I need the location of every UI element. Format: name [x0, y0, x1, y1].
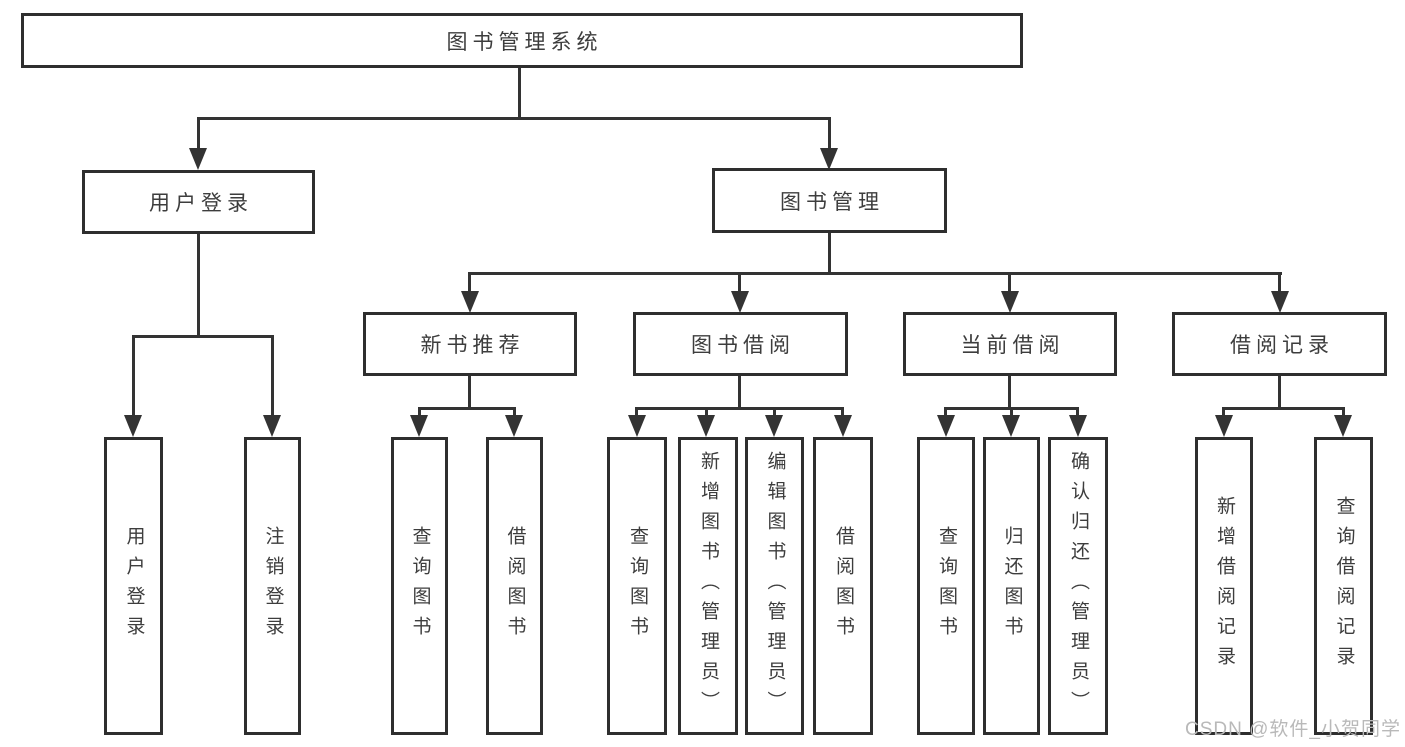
- leaf-add-books-admin: 新增图书（管理员）: [678, 437, 738, 735]
- connector-vline: [828, 233, 831, 272]
- node-current-borrowing: 当前借阅: [903, 312, 1117, 376]
- connector-vline: [468, 376, 471, 407]
- leaf-query-books-borrowing: 查询图书: [607, 437, 667, 735]
- connector-vline: [1342, 407, 1345, 415]
- arrowhead-down-icon: [1069, 415, 1087, 437]
- connector-vline: [1008, 272, 1011, 291]
- connector-hline: [132, 335, 274, 338]
- leaf-label: 新增借阅记录: [1213, 496, 1235, 676]
- connector-hline: [1222, 407, 1345, 410]
- arrowhead-down-icon: [765, 415, 783, 437]
- arrowhead-down-icon: [124, 415, 142, 437]
- connector-vline: [468, 272, 471, 291]
- connector-vline: [1010, 407, 1013, 415]
- leaf-label: 查询借阅记录: [1333, 496, 1355, 676]
- leaf-label: 借阅图书: [832, 526, 854, 646]
- arrowhead-down-icon: [628, 415, 646, 437]
- leaf-query-books-recommend: 查询图书: [391, 437, 448, 735]
- leaf-add-borrow-record: 新增借阅记录: [1195, 437, 1253, 735]
- node-label: 用户登录: [149, 192, 253, 215]
- leaf-label: 新增图书（管理员）: [697, 451, 719, 721]
- connector-vline: [1008, 376, 1011, 407]
- arrowhead-down-icon: [731, 291, 749, 313]
- arrowhead-down-icon: [820, 148, 838, 170]
- connector-vline: [705, 407, 708, 415]
- connector-hline: [635, 407, 844, 410]
- connector-vline: [773, 407, 776, 415]
- arrowhead-down-icon: [1334, 415, 1352, 437]
- node-label: 图书管理系统: [446, 30, 603, 54]
- leaf-return-books: 归还图书: [983, 437, 1040, 735]
- leaf-label: 注销登录: [262, 526, 284, 646]
- leaf-query-books-current: 查询图书: [917, 437, 975, 735]
- connector-vline: [1222, 407, 1225, 415]
- connector-vline: [828, 117, 831, 148]
- node-system-root: 图书管理系统: [21, 13, 1023, 68]
- node-user-login: 用户登录: [82, 170, 315, 234]
- arrowhead-down-icon: [410, 415, 428, 437]
- leaf-label: 编辑图书（管理员）: [764, 451, 786, 721]
- connector-hline: [197, 117, 831, 120]
- arrowhead-down-icon: [1002, 415, 1020, 437]
- arrowhead-down-icon: [263, 415, 281, 437]
- connector-vline: [841, 407, 844, 415]
- connector-vline: [738, 376, 741, 407]
- leaf-label: 查询图书: [409, 526, 431, 646]
- leaf-user-login: 用户登录: [104, 437, 163, 735]
- connector-vline: [1278, 272, 1281, 291]
- leaf-label: 查询图书: [626, 526, 648, 646]
- node-label: 新书推荐: [420, 334, 525, 357]
- connector-vline: [197, 117, 200, 148]
- connector-vline: [518, 68, 521, 117]
- arrowhead-down-icon: [937, 415, 955, 437]
- node-label: 图书管理: [780, 190, 884, 214]
- arrowhead-down-icon: [1271, 291, 1289, 313]
- connector-hline: [468, 272, 1282, 275]
- leaf-edit-books-admin: 编辑图书（管理员）: [745, 437, 804, 735]
- connector-vline: [132, 335, 135, 415]
- arrowhead-down-icon: [461, 291, 479, 313]
- arrowhead-down-icon: [189, 148, 207, 170]
- connector-vline: [1278, 376, 1281, 407]
- leaf-query-borrow-record: 查询借阅记录: [1314, 437, 1373, 735]
- node-book-management: 图书管理: [712, 168, 947, 233]
- node-label: 图书借阅: [691, 334, 795, 357]
- leaf-logout: 注销登录: [244, 437, 301, 735]
- leaf-label: 归还图书: [1001, 526, 1023, 646]
- leaf-label: 借阅图书: [504, 526, 526, 646]
- node-book-borrowing: 图书借阅: [633, 312, 848, 376]
- csdn-watermark: CSDN @软件_小贺同学: [1185, 719, 1401, 740]
- connector-vline: [1076, 407, 1079, 415]
- connector-vline: [418, 407, 421, 415]
- connector-vline: [513, 407, 516, 415]
- leaf-borrow-books-recommend: 借阅图书: [486, 437, 543, 735]
- leaf-label: 用户登录: [123, 526, 145, 646]
- arrowhead-down-icon: [697, 415, 715, 437]
- connector-hline: [418, 407, 516, 410]
- arrowhead-down-icon: [834, 415, 852, 437]
- arrowhead-down-icon: [505, 415, 523, 437]
- node-label: 当前借阅: [960, 334, 1065, 357]
- connector-vline: [738, 272, 741, 291]
- connector-vline: [271, 335, 274, 415]
- node-borrowing-records: 借阅记录: [1172, 312, 1387, 376]
- connector-vline: [635, 407, 638, 415]
- leaf-label: 查询图书: [935, 526, 957, 646]
- leaf-label: 确认归还（管理员）: [1067, 451, 1089, 721]
- arrowhead-down-icon: [1215, 415, 1233, 437]
- node-new-book-recommend: 新书推荐: [363, 312, 577, 376]
- leaf-confirm-return-admin: 确认归还（管理员）: [1048, 437, 1108, 735]
- node-label: 借阅记录: [1230, 334, 1334, 357]
- connector-vline: [197, 234, 200, 335]
- connector-vline: [944, 407, 947, 415]
- leaf-borrow-books: 借阅图书: [813, 437, 873, 735]
- arrowhead-down-icon: [1001, 291, 1019, 313]
